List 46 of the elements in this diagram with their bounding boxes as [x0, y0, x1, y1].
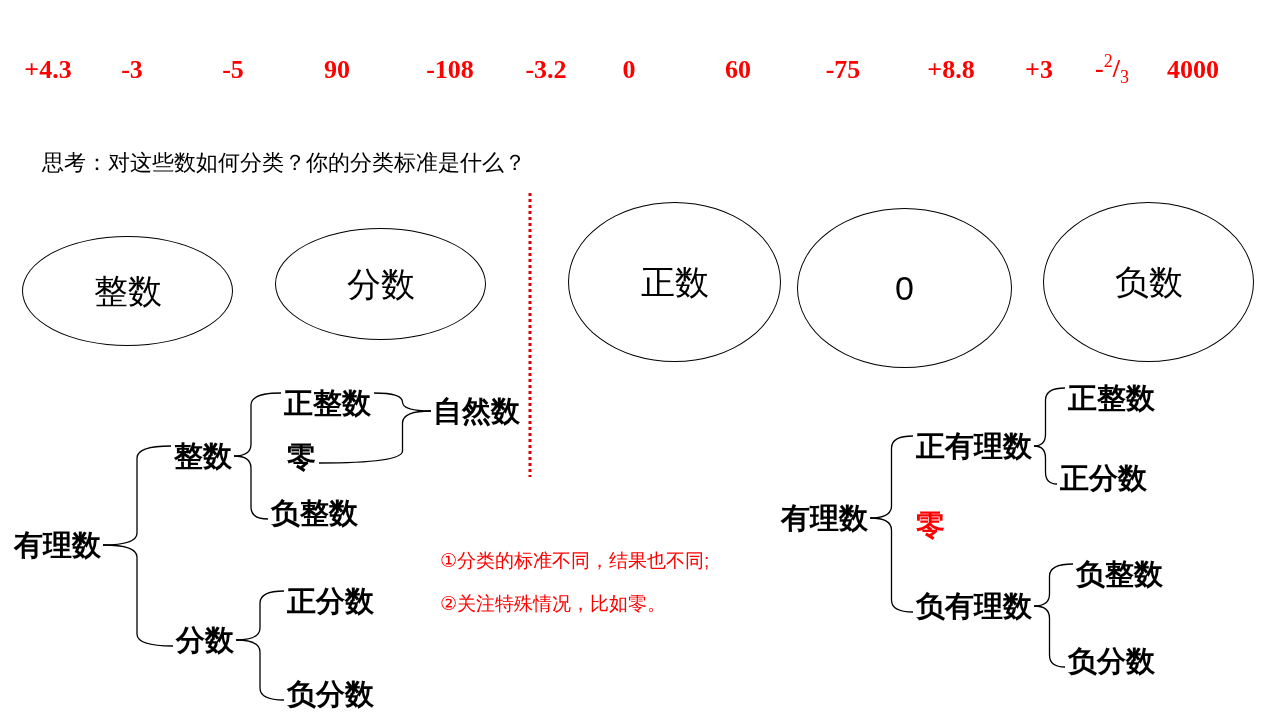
term-label: 零	[287, 439, 316, 475]
term-label: 有理数	[781, 500, 868, 536]
number-label: -5	[222, 54, 244, 86]
number-label: +3	[1025, 54, 1053, 86]
number-label: -3.2	[525, 54, 567, 86]
number-label: -$^{2}$/$_{3}$	[1095, 51, 1129, 89]
brace-line	[233, 455, 269, 520]
number-label: -75	[825, 54, 861, 86]
number-label: -108	[426, 54, 474, 86]
brace-line	[235, 639, 285, 701]
number-label: -3	[121, 54, 143, 86]
brace-line	[1033, 387, 1066, 447]
brace-line	[869, 517, 914, 613]
category-label: 负数	[1114, 261, 1183, 303]
number-label: 90	[324, 54, 350, 86]
category-label: 整数	[93, 270, 162, 312]
term-label: 负整数	[271, 495, 358, 531]
number-label: +8.8	[927, 54, 975, 86]
brace-line	[318, 410, 432, 464]
term-label: 负分数	[1068, 643, 1155, 679]
term-label: 正分数	[287, 583, 374, 619]
brace-line	[102, 544, 174, 647]
term-label: 正整数	[1068, 380, 1155, 416]
term-label: 自然数	[433, 393, 520, 429]
number-label: +4.3	[24, 54, 72, 86]
number-label: 60	[725, 54, 751, 86]
term-label: 正有理数	[916, 428, 1032, 464]
note-text: ①分类的标准不同，结果也不同;	[440, 549, 710, 573]
brace-line	[1033, 605, 1066, 668]
number-label: 4000	[1167, 54, 1219, 86]
term-label: 负整数	[1076, 556, 1163, 592]
category-label: 分数	[346, 263, 415, 305]
term-label: 负有理数	[916, 588, 1032, 624]
term-label: 整数	[174, 438, 232, 474]
term-label: 分数	[176, 622, 234, 658]
term-label: 正分数	[1060, 460, 1147, 496]
category-label: 正数	[640, 261, 709, 303]
category-label: 0	[895, 267, 914, 309]
question-text: 思考：对这些数如何分类？你的分类标准是什么？	[42, 149, 526, 177]
term-label: 负分数	[287, 676, 374, 712]
brace-line	[1033, 445, 1058, 485]
note-text: ②关注特殊情况，比如零。	[440, 592, 667, 616]
term-label: 零	[916, 507, 945, 543]
number-label: 0	[622, 54, 636, 86]
term-label: 正整数	[284, 385, 371, 421]
term-label: 有理数	[14, 527, 101, 563]
